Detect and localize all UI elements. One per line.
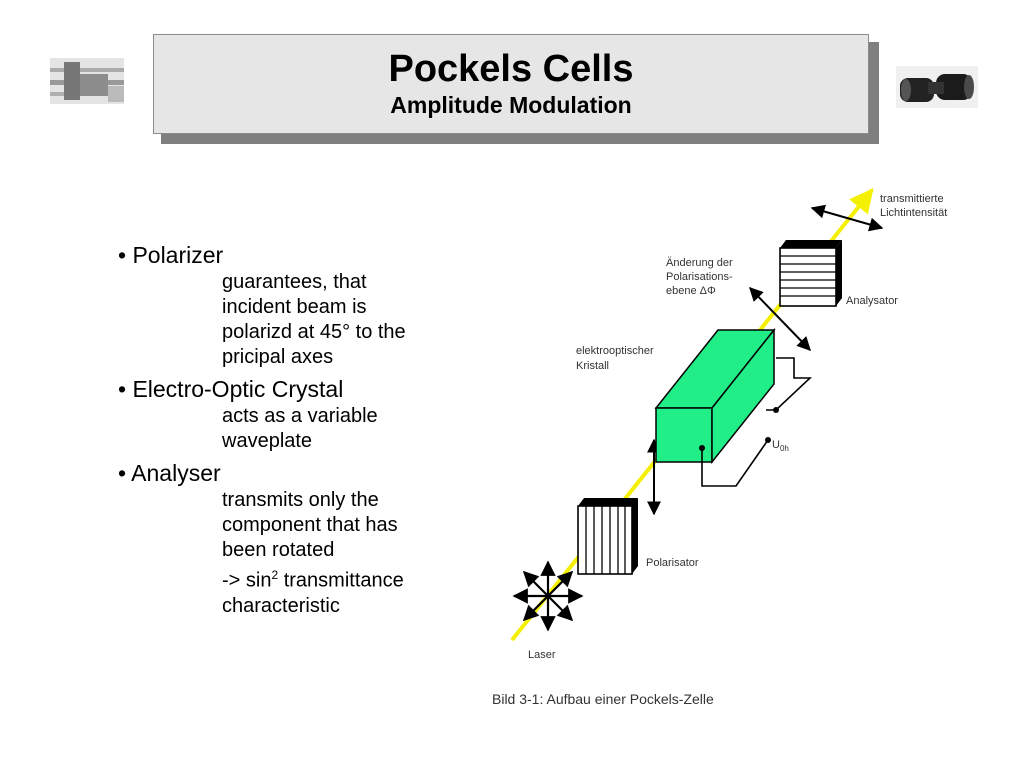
label-crystal-2: Kristall [576,360,609,372]
crystal-description: acts as a variable waveplate [222,405,378,452]
label-transmitted-intensity-1: transmittierte [880,193,944,205]
pockels-cell-diagram: transmittierte Lichtintensität Änderung … [492,188,947,707]
label-transmitted-intensity-2: Lichtintensität [880,207,947,219]
transmitted-polarization-arrow [810,204,884,232]
label-voltage: U0h [772,439,789,453]
label-crystal-1: elektrooptischer [576,345,654,357]
label-analyzer: Analysator [846,295,898,307]
title-box: Pockels Cells Amplitude Modulation [153,34,869,134]
rotated-polarization-arrow [749,286,811,352]
bullet-electro-optic-crystal: • Electro-Optic Crystal [118,376,344,402]
label-laser: Laser [528,649,556,661]
slide-subtitle: Amplitude Modulation [390,92,632,118]
label-polarization-change-3: ebene ΔΦ [666,285,716,297]
label-polarization-change-2: Polarisations- [666,271,733,283]
label-polarizer: Polarisator [646,557,699,569]
slide-title: Pockels Cells [388,48,634,90]
bullet-list: • Polarizer guarantees, that incident be… [118,240,498,623]
analyzer-plate [779,240,842,307]
photo-thumbnail-icon [50,58,124,104]
analyser-description: transmits only the component that has be… [222,488,498,619]
diagram-caption: Bild 3-1: Aufbau einer Pockels-Zelle [492,691,714,707]
laser-star-icon [512,560,584,632]
bullet-analyser: • Analyser [118,460,221,486]
polarizer-plate [577,498,638,575]
bullet-polarizer: • Polarizer [118,242,224,268]
label-polarization-change-1: Änderung der [666,257,733,269]
sin-squared-formula: -> sin2 transmittance [222,568,404,592]
electro-optic-crystal [654,327,776,465]
polarizer-description: guarantees, that incident beam is polari… [222,271,406,368]
binoculars-icon [896,66,978,108]
